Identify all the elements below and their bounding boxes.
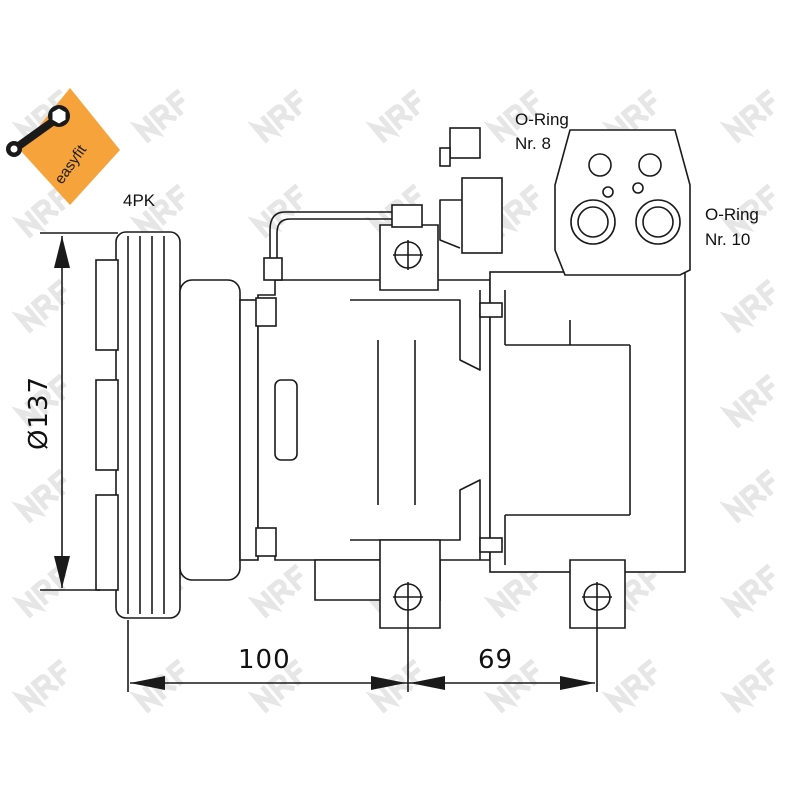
watermark-tile	[11, 563, 67, 619]
watermark-tile	[247, 183, 303, 239]
watermark-tile	[719, 278, 775, 334]
belt-label: 4PK	[123, 191, 156, 210]
watermark-tile	[601, 658, 657, 714]
pulley-to-mount-dimension: 100	[238, 645, 291, 675]
watermark-tile	[719, 373, 775, 429]
watermark-tile	[11, 658, 67, 714]
watermark-tile	[11, 183, 67, 239]
watermark-tile	[483, 563, 539, 619]
pulley	[95, 231, 259, 619]
oring-10-label-line1: O-Ring	[705, 205, 759, 224]
watermark-tile	[483, 88, 539, 144]
oring-8-label-line1: O-Ring	[515, 110, 569, 129]
oring-10-label-line2: Nr. 10	[705, 230, 751, 249]
watermark-tile	[365, 658, 421, 714]
watermark-tile	[365, 88, 421, 144]
watermark-tile	[247, 658, 303, 714]
watermark-tile	[719, 468, 775, 524]
compressor-body	[255, 127, 691, 629]
watermark-tile	[11, 468, 67, 524]
wrench-icon	[6, 105, 70, 157]
watermark-tile	[247, 88, 303, 144]
oring-8-label-line2: Nr. 8	[515, 134, 551, 153]
watermark-tile	[483, 658, 539, 714]
pulley-diameter-dimension: Ø137	[24, 375, 55, 451]
mount-to-mount-dimension: 69	[478, 645, 514, 675]
easyfit-badge: easyfit	[6, 88, 120, 205]
dimension-lines	[40, 232, 598, 692]
watermark-tile	[719, 88, 775, 144]
watermark-tile	[719, 183, 775, 239]
watermark-tile	[719, 658, 775, 714]
watermark-tile	[129, 88, 185, 144]
watermark-tile	[11, 373, 67, 429]
watermark-tile	[11, 278, 67, 334]
watermark-tile	[247, 563, 303, 619]
watermark-tile	[129, 183, 185, 239]
watermark-tile	[719, 563, 775, 619]
